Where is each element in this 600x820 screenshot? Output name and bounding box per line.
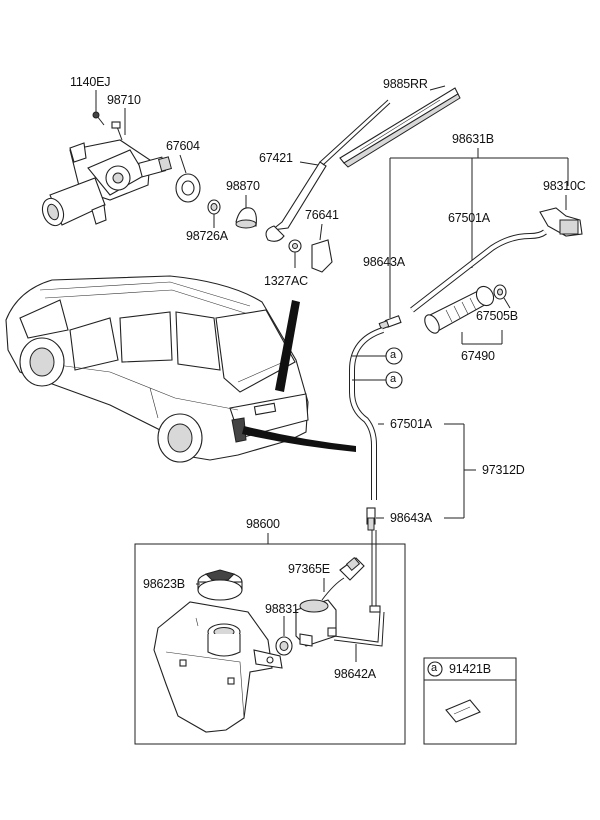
label-76641: 76641 — [305, 208, 339, 222]
label-67501A-top: 67501A — [448, 211, 490, 225]
label-91421B: 91421B — [449, 662, 491, 676]
cap-98623B — [196, 569, 243, 601]
label-1327AC: 1327AC — [264, 274, 308, 288]
grommet-98831 — [275, 616, 293, 656]
callout-a-lower-letter: a — [390, 373, 396, 385]
grommet-67604 — [175, 154, 201, 203]
screw-icon — [111, 121, 123, 141]
hose-98642A — [333, 605, 385, 662]
pointer-arrow-to-wiper — [275, 300, 300, 392]
reservoir-group-box — [134, 543, 406, 745]
callout-a-lower — [352, 371, 403, 389]
connector-98643A-top — [378, 315, 402, 330]
label-98726A: 98726A — [186, 229, 228, 243]
connector-97365E — [321, 557, 365, 601]
label-97365E: 97365E — [288, 562, 330, 576]
callout-a-upper — [352, 347, 403, 365]
label-98623B: 98623B — [143, 577, 185, 591]
label-98710: 98710 — [107, 93, 141, 107]
cap-98870 — [235, 195, 257, 229]
nut-1327AC — [288, 239, 302, 268]
screw-icon — [92, 111, 105, 126]
wiper-motor-assembly — [41, 90, 172, 227]
label-1140EJ: 1140EJ — [70, 75, 111, 89]
legend-callout-letter: a — [431, 662, 437, 674]
label-98642A: 98642A — [334, 667, 376, 681]
hose-67501A-lower — [349, 327, 385, 500]
label-67490: 67490 — [461, 349, 495, 363]
label-98831: 98831 — [265, 602, 299, 616]
label-67505B: 67505B — [476, 309, 518, 323]
cover-76641 — [311, 223, 333, 273]
bracket-98631B — [389, 148, 569, 318]
rubber-67505B — [493, 284, 511, 309]
label-98643A-top: 98643A — [363, 255, 405, 269]
label-97312D: 97312D — [482, 463, 525, 477]
wiper-blade-9885RR — [339, 85, 461, 168]
wiper-arm-67421 — [265, 99, 391, 242]
label-98631B: 98631B — [452, 132, 494, 146]
reservoir-tank — [153, 601, 283, 733]
label-67604: 67604 — [166, 139, 200, 153]
label-98310C: 98310C — [543, 179, 586, 193]
hose-67501A-upper — [410, 229, 547, 313]
minivan-illustration — [5, 275, 309, 463]
label-9885RR: 9885RR — [383, 77, 428, 91]
callout-a-upper-letter: a — [390, 349, 396, 361]
pointer-arrow-to-hose — [242, 426, 356, 452]
label-98870: 98870 — [226, 179, 260, 193]
legend-box-91421B — [423, 657, 517, 745]
label-98600: 98600 — [246, 517, 280, 531]
grommet-67490 — [424, 285, 495, 334]
pump-motor — [295, 599, 337, 647]
label-67501A-mid: 67501A — [390, 417, 432, 431]
connector-98643A-mid — [366, 507, 376, 531]
nut-98726A — [207, 199, 221, 228]
label-67421: 67421 — [259, 151, 293, 165]
bracket-67490 — [461, 330, 503, 345]
label-98643A-mid: 98643A — [390, 511, 432, 525]
nozzle-98310C — [539, 195, 583, 237]
bracket-97312D — [376, 423, 476, 519]
